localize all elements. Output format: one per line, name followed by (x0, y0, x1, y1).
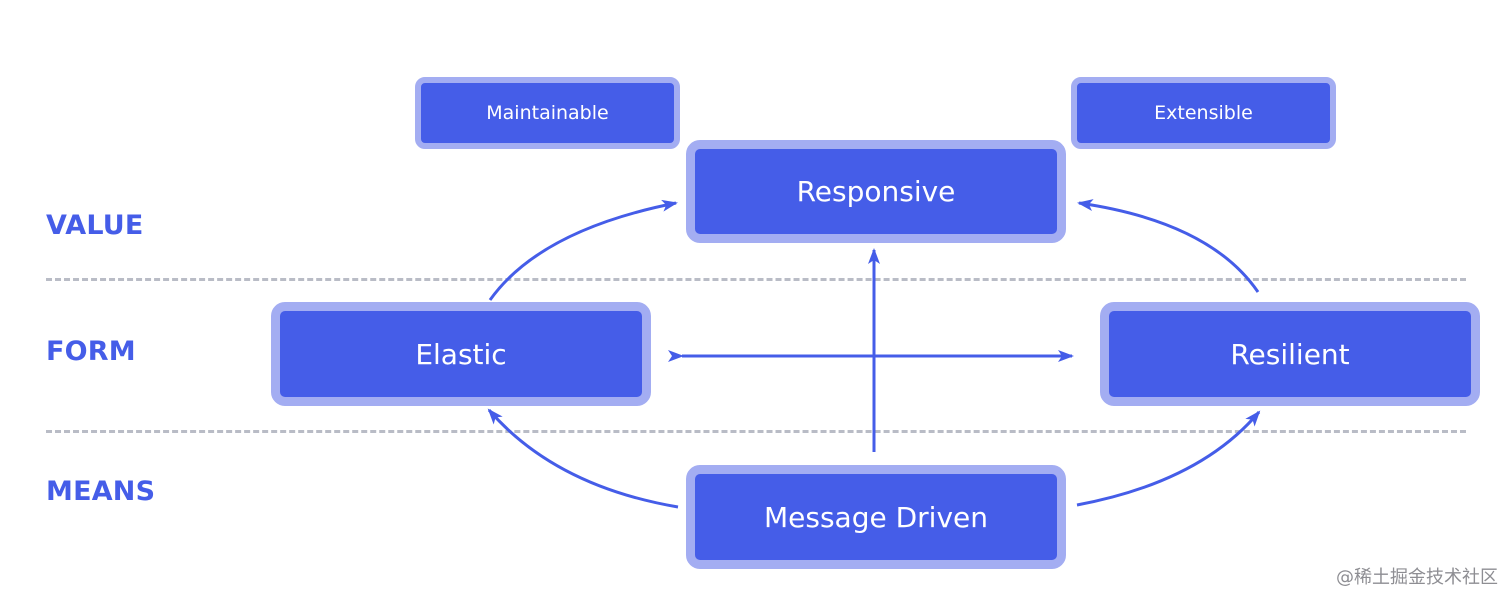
layer-label-means: MEANS (46, 476, 156, 507)
node-message-driven: Message Driven (686, 465, 1066, 569)
arrow-elastic-to-responsive (488, 199, 678, 301)
arrow-message-driven-to-resilient (1076, 410, 1261, 507)
node-responsive: Responsive (686, 140, 1066, 243)
layer-label-value: VALUE (46, 210, 144, 241)
node-extensible: Extensible (1071, 77, 1336, 149)
node-resilient: Resilient (1100, 302, 1480, 406)
layer-label-form: FORM (46, 336, 136, 367)
node-maintainable: Maintainable (415, 77, 680, 149)
value-form-separator (46, 278, 1466, 281)
arrow-message-driven-to-elastic (487, 408, 679, 509)
form-means-separator (46, 430, 1466, 433)
watermark-text: @稀土掘金技术社区 (1336, 567, 1498, 588)
node-elastic: Elastic (271, 302, 651, 406)
